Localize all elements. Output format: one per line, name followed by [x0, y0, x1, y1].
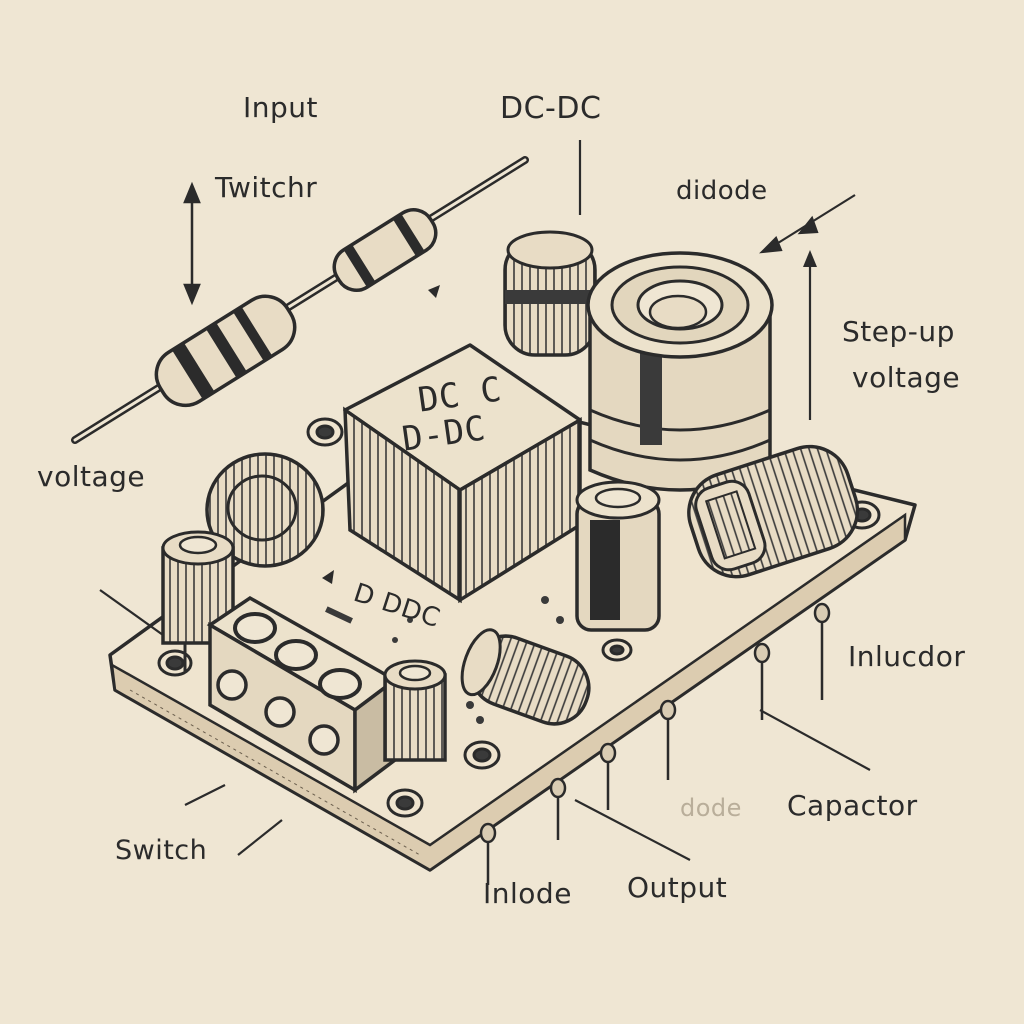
label-twitchr: Twitchr — [215, 171, 318, 204]
label-capactor: Capactor — [787, 789, 918, 822]
resistor-wire — [71, 156, 529, 444]
board-pins — [479, 602, 831, 885]
label-dcdc: DC-DC — [500, 91, 602, 126]
label-switch: Switch — [115, 835, 208, 866]
vertical-capacitor — [575, 480, 661, 632]
arrow-twitchr — [183, 181, 201, 306]
label-step-up-voltage: voltage — [852, 361, 961, 394]
label-didode: didode — [676, 176, 768, 206]
right-inductor — [687, 444, 860, 579]
label-output: Output — [627, 871, 728, 904]
label-inlode: Inlode — [483, 877, 572, 910]
label-voltage: voltage — [37, 460, 146, 493]
leader-lines — [99, 140, 871, 861]
small-inductor-top — [503, 230, 597, 357]
label-inlucdor: Inlucdor — [848, 640, 966, 673]
label-input: Input — [243, 91, 319, 124]
large-capacitor — [586, 251, 774, 492]
dcdc-module — [343, 343, 582, 604]
front-inductor — [460, 628, 591, 726]
small-marks — [322, 285, 440, 584]
label-faint-dode: dode — [680, 794, 742, 822]
board-dots — [325, 596, 564, 724]
arrow-didode — [759, 194, 856, 254]
left-inductor — [205, 452, 325, 568]
label-step-up: Step-up — [842, 315, 955, 348]
arrow-step-up — [803, 250, 817, 267]
small-capacitor-front — [383, 659, 447, 762]
